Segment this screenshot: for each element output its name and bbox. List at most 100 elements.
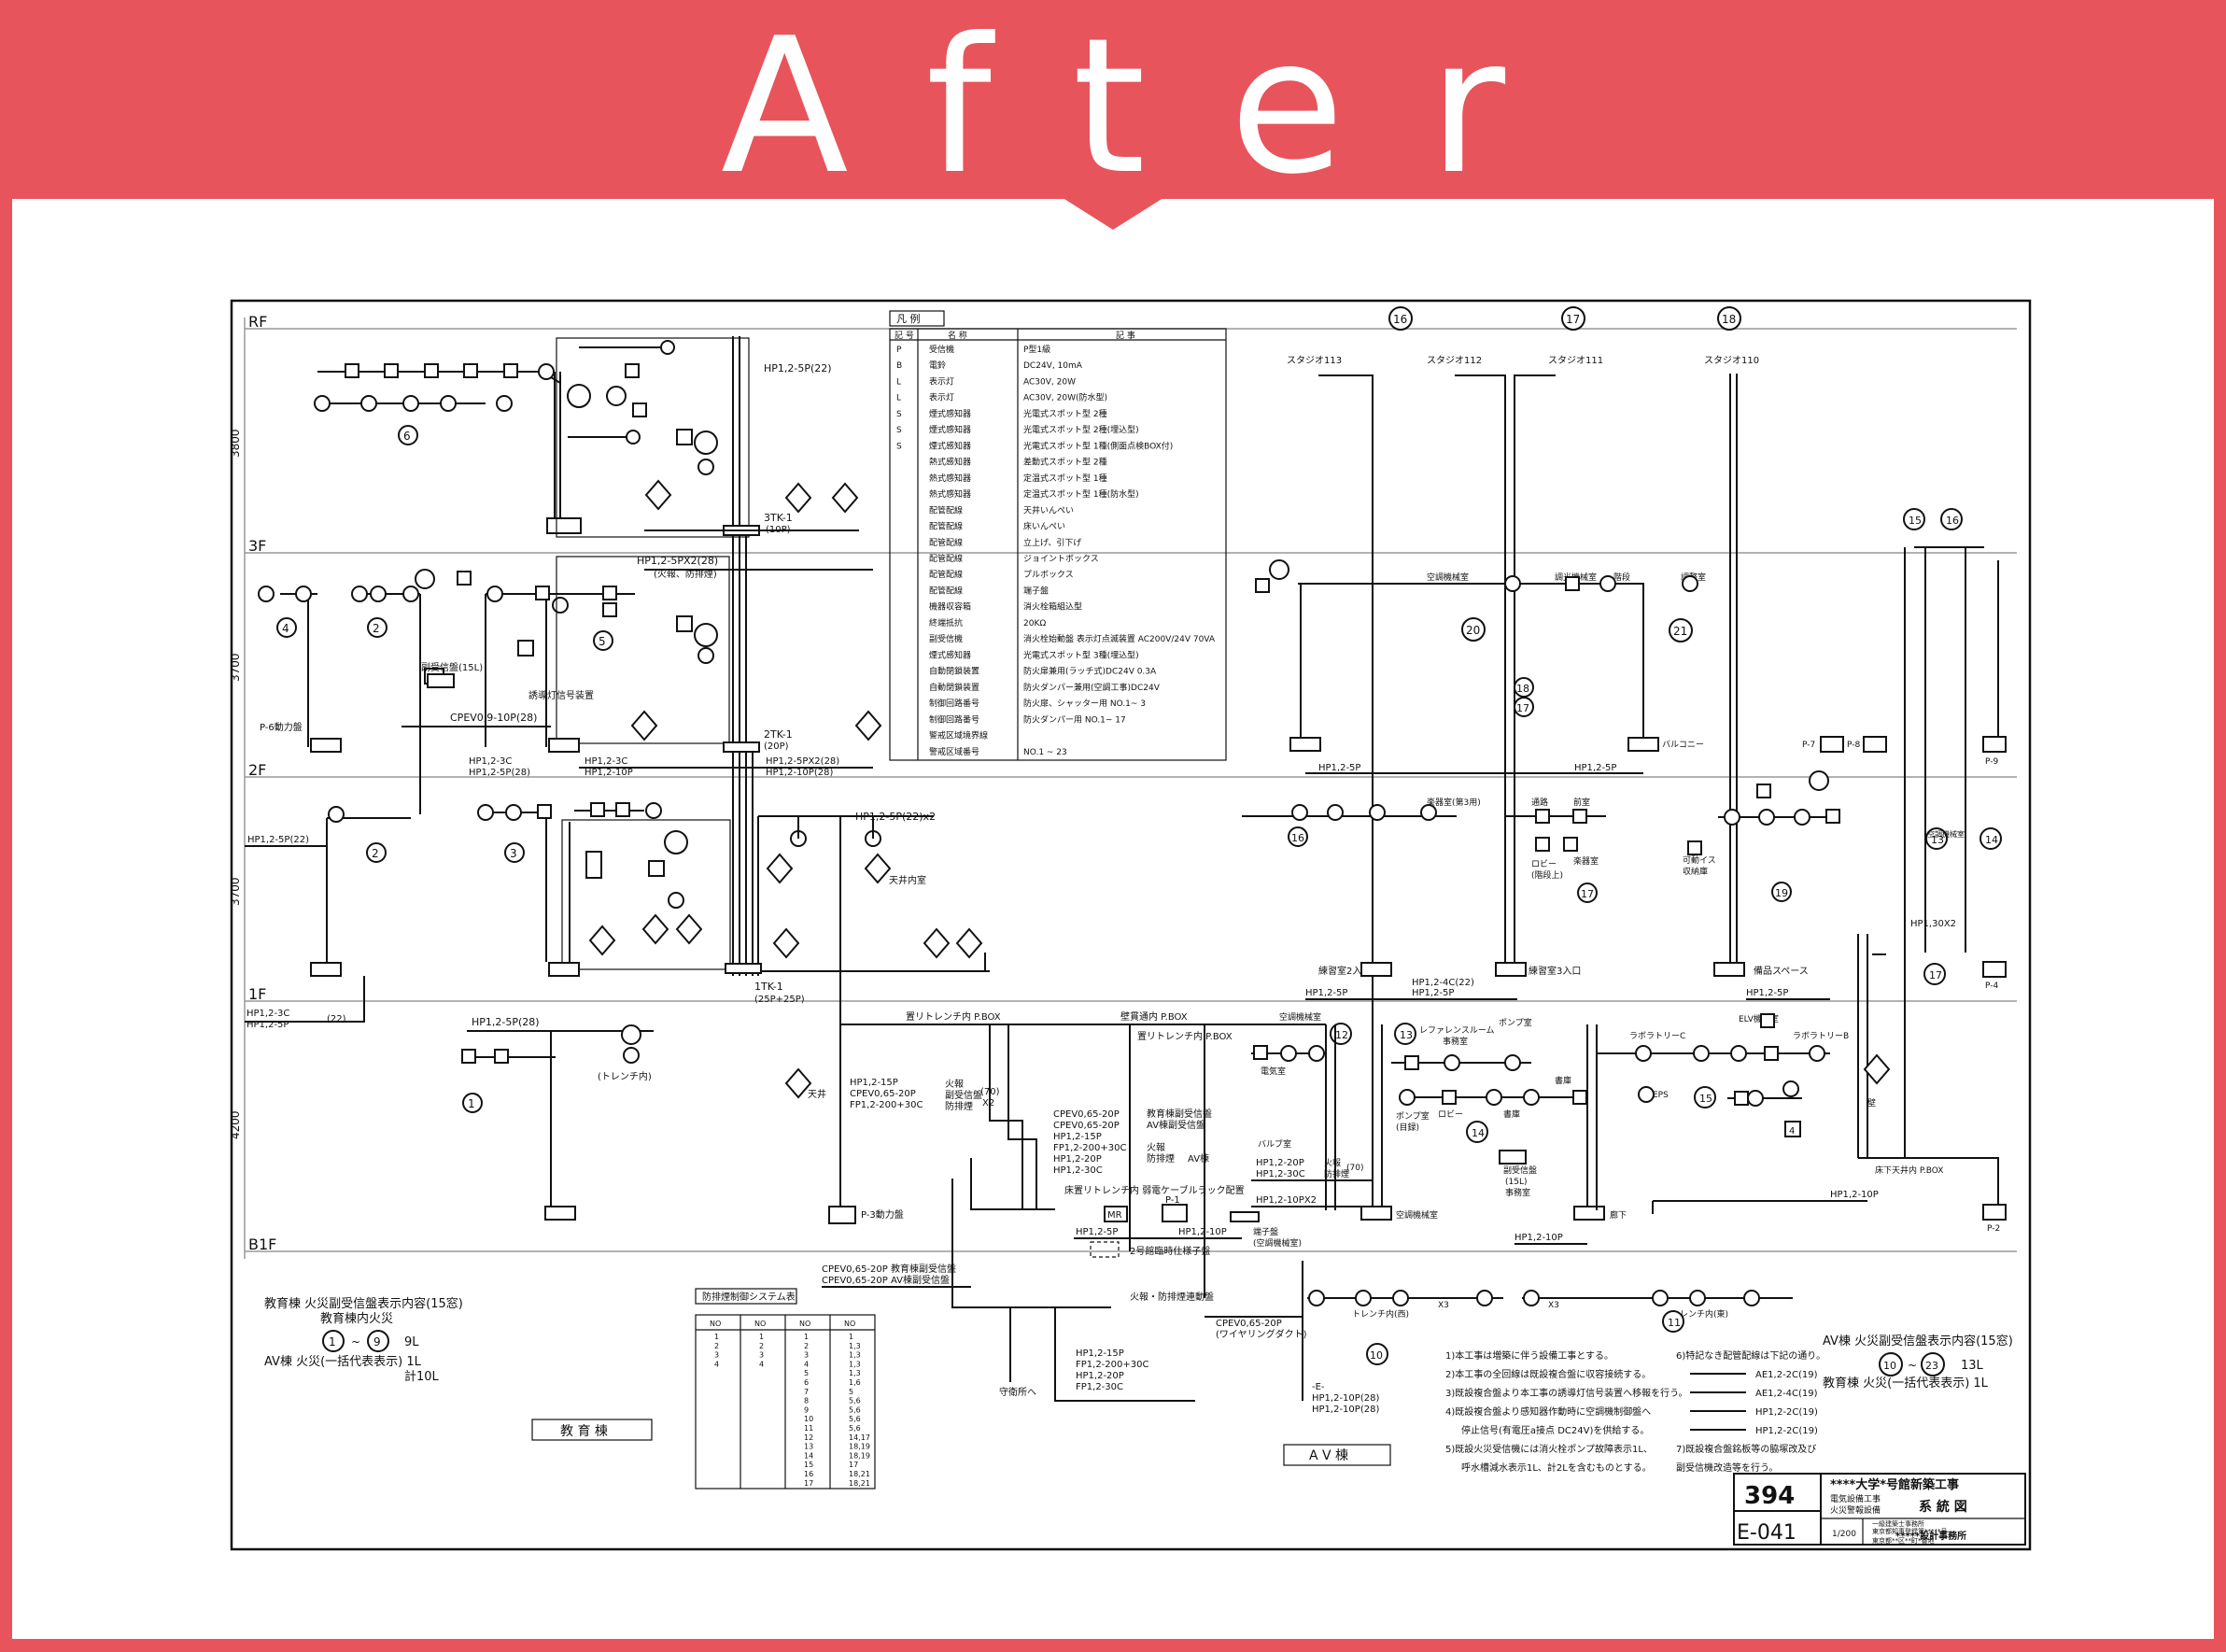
system-table-cell: 5,6 (849, 1397, 861, 1405)
legend-note: 20KΩ (1023, 619, 1046, 628)
circle-top-17-label: 17 (1566, 313, 1580, 326)
note-left-2: 教育棟内火災 (320, 1311, 393, 1326)
lab-c-label: ラボラトリーC (1629, 1031, 1685, 1041)
3f-right-run (1298, 583, 1644, 738)
system-table-cell: 18,19 (849, 1451, 870, 1460)
hp-r8b-label: HP1,2-10P (1830, 1190, 1879, 1200)
spec-note: 1)本工事は増築に伴う設備工事とする。 (1445, 1349, 1613, 1362)
pump-label: ポンプ室 (1499, 1017, 1532, 1028)
svg-text:3: 3 (510, 847, 517, 860)
terminal-box (1230, 1211, 1260, 1222)
cpev-bot3-label: CPEV0,65-20P (1216, 1319, 1282, 1329)
system-table-cell: 1 (759, 1333, 764, 1341)
system-table-cell: 3 (804, 1351, 809, 1360)
edu-d-label: 防排煙 (1147, 1152, 1175, 1165)
chairs-label: 可動イス (1683, 855, 1716, 866)
cpev-bot2-label: CPEV0,65-20P AV棟副受信盤 (822, 1274, 950, 1286)
p1-label: P-1 (1165, 1195, 1180, 1206)
tk1-panel (725, 963, 762, 974)
spec-note: 2)本工事の全回線は既設複合盤に収容接続する。 (1445, 1368, 1651, 1380)
fire-b-label: 副受信盤 (945, 1089, 982, 1101)
hp-bot3-label: FP1,2-30C (1076, 1382, 1123, 1392)
spec-note-right: 副受信機改造等を行う。 (1676, 1461, 1778, 1474)
lobby-label: ロビー (1531, 859, 1557, 869)
studio-113: スタジオ113 (1287, 355, 1342, 366)
legend-name: 機器収容箱 (929, 601, 971, 613)
note-left-4: AV棟 火災(一括代表表示) 1L (264, 1355, 422, 1369)
hp-av3-label: HP1,2-30C (1053, 1165, 1103, 1176)
note-left-1: 教育棟 火災副受信盤表示内容(15窓) (264, 1296, 463, 1311)
system-table-cell: 2 (759, 1342, 764, 1350)
office-label: 事務室 (1443, 1036, 1468, 1047)
av-wing-wiring: 16 17 18 スタジオ113 スタジオ112 スタジオ111 スタジオ110… (1230, 306, 2007, 1415)
1f-right-panel-b (1495, 962, 1527, 977)
wall-label: 壁 (1867, 1097, 1876, 1108)
edu-e-label: AV棟 (1188, 1152, 1209, 1165)
cable-rack-d (951, 1179, 1111, 1308)
hall2-label: 練習室2入口 (1318, 965, 1371, 977)
title-drawing-title: 系 統 図 (1919, 1499, 1967, 1515)
x70-label: (70) (1346, 1164, 1363, 1173)
legend-name: 副受信機 (929, 633, 963, 644)
circle-top-17 (1561, 306, 1585, 331)
hp-2f-a-label: HP1,2-3C (469, 756, 512, 767)
back-label: 前室 (1573, 797, 1590, 808)
electric-label: 電気室 (1261, 1066, 1286, 1077)
hp-3f-label: HP1,2-5PX2(28) (637, 555, 718, 567)
note-right-2: 13L (1961, 1359, 1984, 1373)
note-left-3: 9L (404, 1335, 419, 1349)
zone-diamond-9 (831, 482, 859, 514)
legend-symbol: L (896, 377, 901, 387)
legend-name: 終端抵抗 (929, 617, 963, 628)
system-table-cell: 1,3 (849, 1360, 861, 1368)
svg-text:2: 2 (372, 847, 379, 860)
legend-head-symbol: 記 号 (895, 330, 914, 341)
hp-r12-label: HP1,2-10P (1515, 1233, 1563, 1243)
cpev-av2-label: CPEV0,65-20P (1053, 1121, 1120, 1131)
edu-c-label: 火報 (1147, 1142, 1165, 1153)
fire-a-label: 火報 (945, 1079, 964, 1090)
spec-note-right: AE1,2-4C(19) (1755, 1389, 1818, 1399)
spec-note: 4)既設複合盤より感知器作動時に空調機制御盤へ (1445, 1405, 1651, 1418)
zone-diamond-4 (675, 913, 703, 945)
spec-note-right: 7)既設複合盤銘板等の脇塚改及び (1676, 1443, 1816, 1455)
p4-label: P-4 (1985, 981, 1998, 991)
zone-diamond-7 (854, 710, 882, 741)
spec-note-right: AE1,2-2C(19) (1755, 1370, 1818, 1380)
studio-111: スタジオ111 (1548, 355, 1603, 366)
floor-label-b1f: B1F (248, 1235, 276, 1253)
legend-note: P型1級 (1023, 344, 1050, 355)
legend-note: DC24V, 10mA (1023, 361, 1083, 371)
sub-recv-r2-label: (15L) (1505, 1178, 1528, 1187)
system-table-head: NO (799, 1320, 810, 1328)
system-table-cell: 5 (804, 1369, 809, 1377)
spec-notes: 1)本工事は増築に伴う設備工事とする。 2)本工事の全回線は既設複合盤に収容接続す… (1283, 1349, 1825, 1474)
b1f-right-panel-b (1573, 1206, 1605, 1221)
legend-name: 配管配線 (929, 569, 963, 580)
p2-label: P-2 (1987, 1224, 2000, 1234)
tk2-panel (723, 741, 760, 753)
sub-recv-r-label: 副受信盤 (1503, 1165, 1537, 1176)
circle-top-18-label: 18 (1722, 313, 1736, 326)
system-table-cell: 5,6 (849, 1405, 861, 1414)
system-table-cell: 1 (714, 1333, 719, 1341)
legend-head-note: 記 事 (1116, 330, 1135, 341)
hp-2f-c-label: HP1,2-3C (585, 756, 627, 767)
hp-bot1-label: HP1,2-15P (1076, 1348, 1124, 1359)
legend-note: ジョイントボックス (1023, 554, 1099, 564)
b1f-panel (544, 1206, 576, 1221)
tk3-label: 3TK-1 (764, 512, 793, 524)
hall3-label: 練習室3入口 (1529, 965, 1581, 977)
hp-av2-label: HP1,2-20P (1053, 1154, 1102, 1165)
zone-diamond-1 (772, 927, 800, 959)
legend-name: 配管配線 (929, 537, 963, 548)
system-table-cell: 18,21 (849, 1479, 870, 1488)
cpev-bot1-label: CPEV0,65-20P 教育棟副受信盤 (822, 1263, 956, 1275)
legend-note: プルボックス (1023, 570, 1074, 580)
system-table-cell: 4 (804, 1360, 809, 1368)
height-1f-b1f: 4200 (229, 1110, 242, 1139)
title-office2: 東京都知事登録第*****号 (1872, 1527, 1948, 1535)
svg-text:~: ~ (1908, 1359, 1917, 1372)
legend-name: 煙式感知器 (929, 424, 971, 435)
title-project: ****大学*号館新築工事 (1830, 1477, 1959, 1492)
